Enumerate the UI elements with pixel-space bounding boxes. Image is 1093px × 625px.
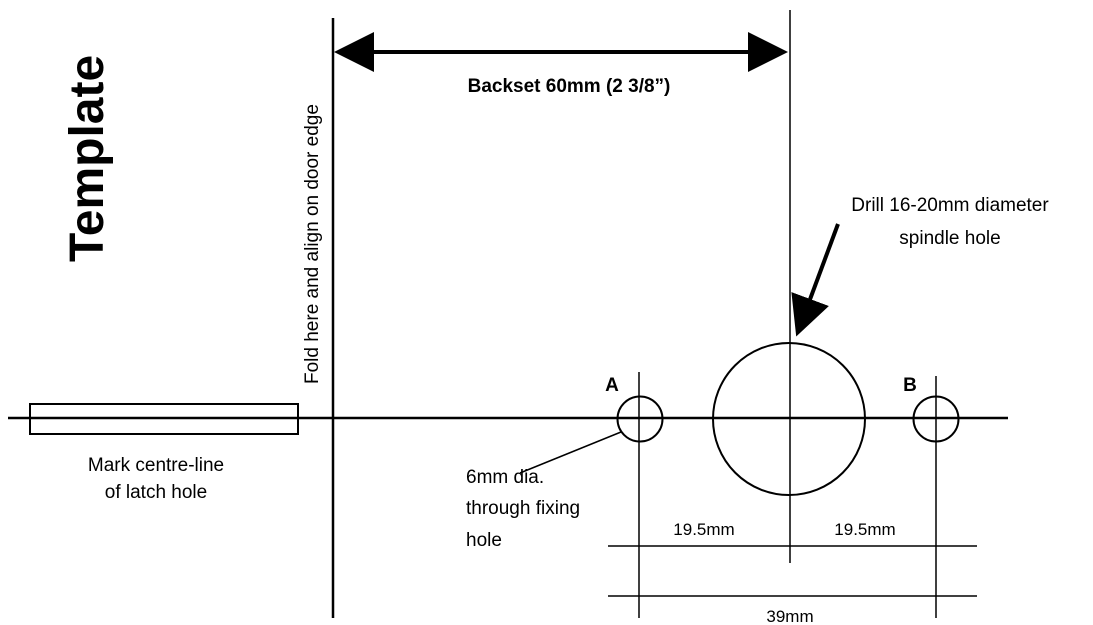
fixing-label-line-1: 6mm dia.: [466, 467, 544, 488]
fold-label: Fold here and align on door edge: [302, 104, 323, 384]
hole-a-label: A: [605, 375, 619, 396]
fixing-label-line-2: through fixing: [466, 498, 580, 519]
dimension-right-label: 19.5mm: [834, 520, 895, 539]
latch-label-line-2: of latch hole: [105, 482, 207, 503]
dimension-left-label: 19.5mm: [673, 520, 734, 539]
hole-b-label: B: [903, 375, 917, 396]
spindle-hole: [712, 342, 866, 496]
template-title: Template: [61, 55, 114, 262]
fixing-hole-a: [616, 395, 664, 443]
fixing-hole-b: [912, 395, 960, 443]
dimension-total-label: 39mm: [766, 607, 813, 625]
drill-label-line-2: spindle hole: [899, 228, 1000, 249]
drill-arrow: [791, 223, 840, 337]
latch-hole-rectangle: [29, 403, 299, 435]
latch-label-line-1: Mark centre-line: [88, 455, 224, 476]
drill-label-line-1: Drill 16-20mm diameter: [851, 195, 1049, 216]
fixing-label-line-3: hole: [466, 530, 502, 551]
fixing-leader-line: [519, 431, 622, 474]
backset-label: Backset 60mm (2 3/8”): [468, 76, 671, 97]
